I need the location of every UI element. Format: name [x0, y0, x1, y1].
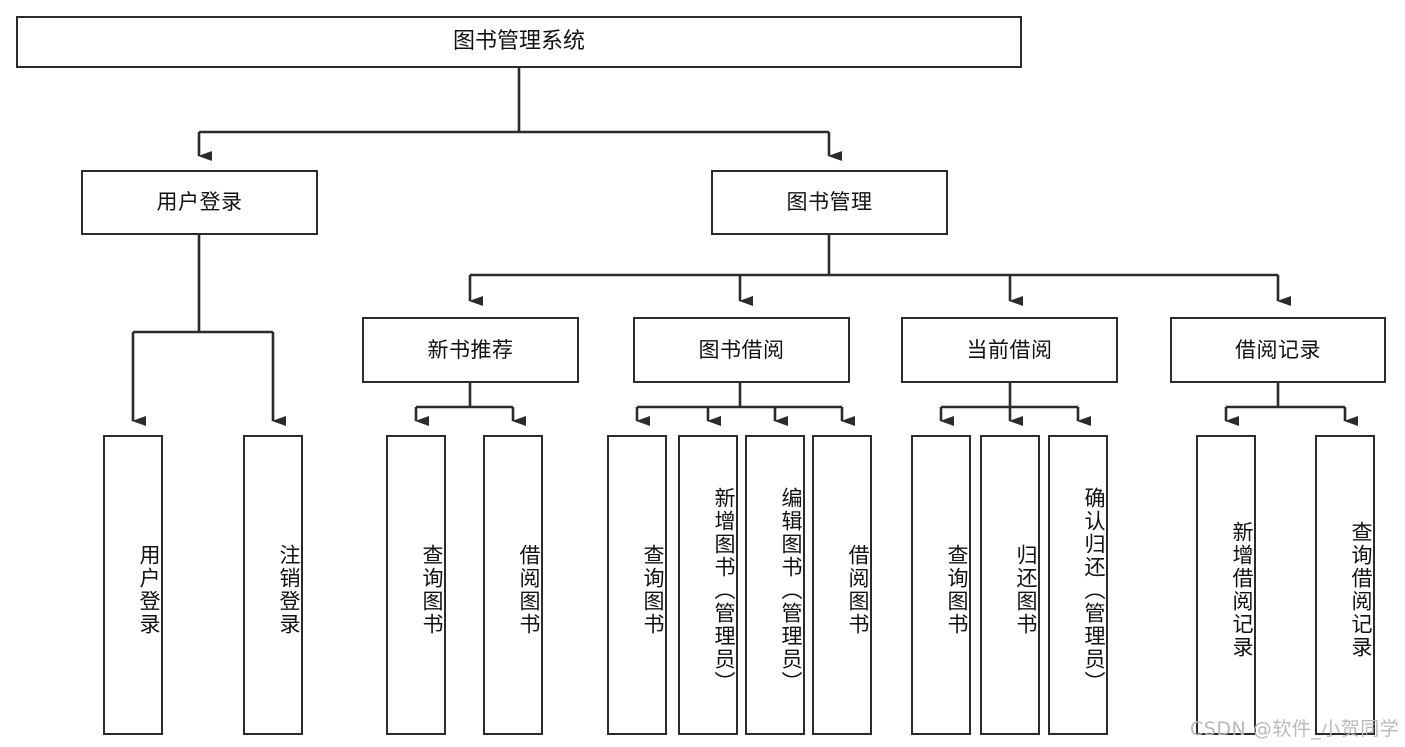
node-leaf-logout-login-label: 注销登录 [277, 544, 301, 636]
node-root-system-label: 图书管理系统 [452, 29, 585, 55]
node-leaf-edit-book[interactable]: 编辑图书（管理员） [745, 435, 805, 735]
node-leaf-borrow-book-2[interactable]: 借阅图书 [812, 435, 872, 735]
node-user-login-label: 用户登录 [156, 190, 243, 215]
watermark-text: CSDN @软件_小贺同学 [1190, 718, 1400, 740]
node-leaf-query-book-1[interactable]: 查询图书 [386, 435, 446, 735]
node-leaf-return-book-label: 归还图书 [1014, 544, 1038, 636]
node-new-book-recommend-label: 新书推荐 [427, 337, 514, 362]
node-leaf-add-record-label: 新增借阅记录 [1230, 521, 1254, 659]
node-root-system[interactable]: 图书管理系统 [16, 16, 1022, 68]
node-leaf-borrow-book-1[interactable]: 借阅图书 [483, 435, 543, 735]
node-new-book-recommend[interactable]: 新书推荐 [362, 317, 579, 383]
node-leaf-add-book[interactable]: 新增图书（管理员） [678, 435, 738, 735]
node-book-borrow-label: 图书借阅 [698, 337, 785, 362]
node-leaf-confirm-return-label: 确认归还（管理员） [1082, 486, 1106, 694]
node-leaf-edit-book-label: 编辑图书（管理员） [779, 486, 803, 694]
node-leaf-confirm-return[interactable]: 确认归还（管理员） [1048, 435, 1108, 735]
node-book-manage-label: 图书管理 [786, 190, 873, 215]
node-current-borrow-label: 当前借阅 [966, 337, 1053, 362]
node-leaf-query-book-1-label: 查询图书 [420, 544, 444, 636]
node-leaf-add-book-label: 新增图书（管理员） [712, 486, 736, 694]
node-leaf-logout-login[interactable]: 注销登录 [243, 435, 303, 735]
node-leaf-borrow-book-1-label: 借阅图书 [517, 544, 541, 636]
node-book-manage[interactable]: 图书管理 [711, 170, 948, 235]
node-book-borrow[interactable]: 图书借阅 [633, 317, 850, 383]
node-leaf-query-book-3[interactable]: 查询图书 [911, 435, 971, 735]
node-user-login[interactable]: 用户登录 [81, 170, 318, 235]
node-leaf-add-record[interactable]: 新增借阅记录 [1196, 435, 1256, 735]
node-leaf-query-book-2-label: 查询图书 [641, 544, 665, 636]
node-leaf-query-book-3-label: 查询图书 [945, 544, 969, 636]
node-leaf-user-login[interactable]: 用户登录 [103, 435, 163, 735]
node-borrow-record[interactable]: 借阅记录 [1170, 317, 1386, 383]
node-leaf-borrow-book-2-label: 借阅图书 [846, 544, 870, 636]
node-borrow-record-label: 借阅记录 [1235, 337, 1321, 362]
node-leaf-query-record-label: 查询借阅记录 [1349, 521, 1373, 659]
node-current-borrow[interactable]: 当前借阅 [901, 317, 1118, 383]
node-leaf-user-login-label: 用户登录 [137, 544, 161, 636]
node-leaf-return-book[interactable]: 归还图书 [980, 435, 1040, 735]
node-leaf-query-record[interactable]: 查询借阅记录 [1315, 435, 1375, 735]
node-leaf-query-book-2[interactable]: 查询图书 [607, 435, 667, 735]
